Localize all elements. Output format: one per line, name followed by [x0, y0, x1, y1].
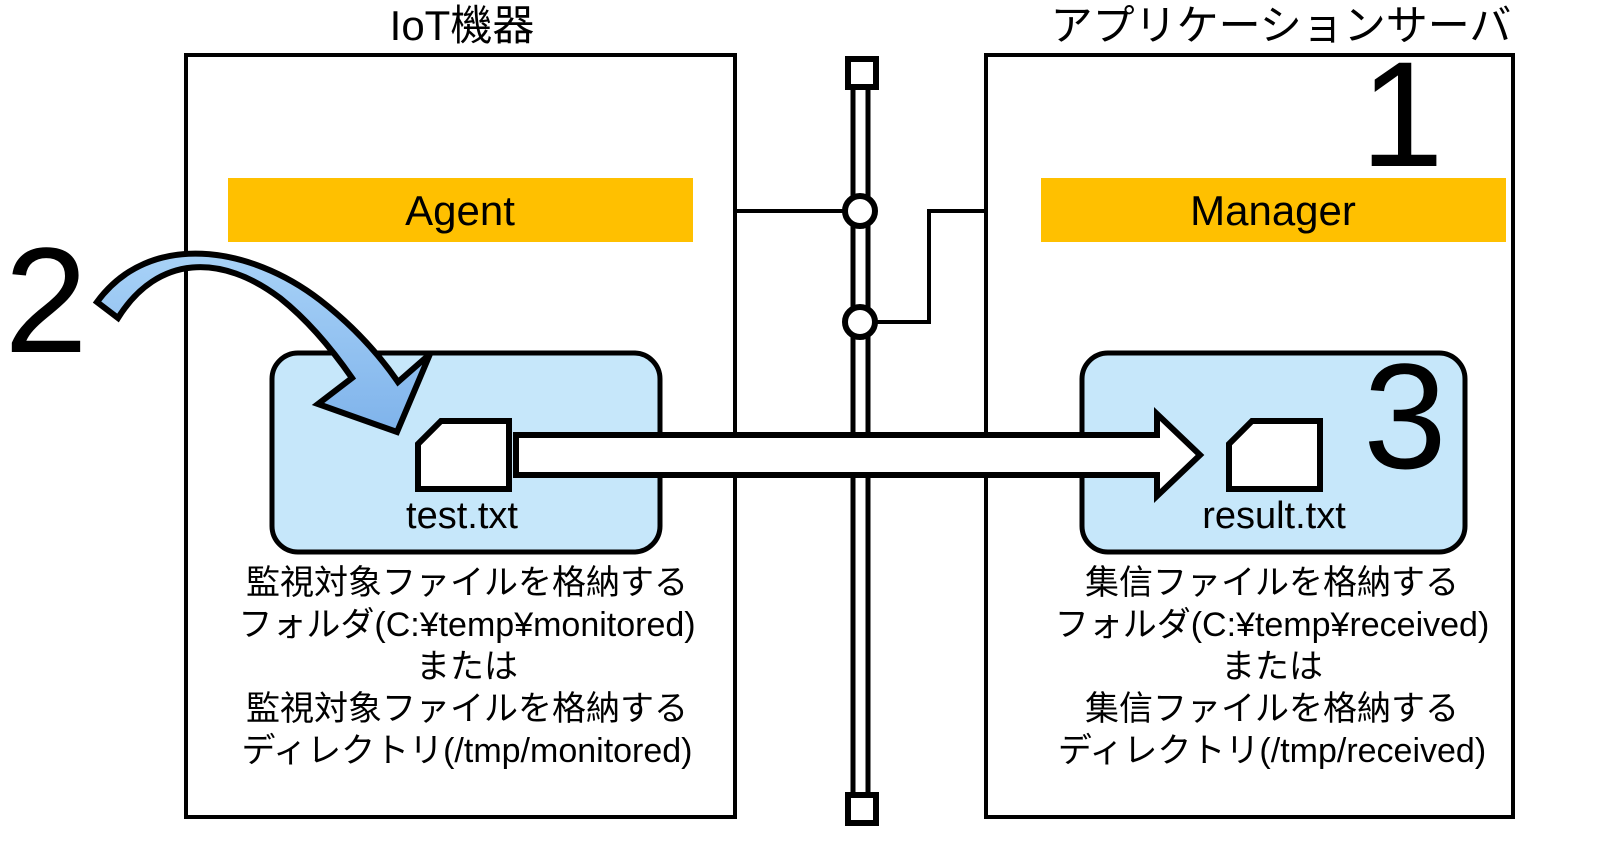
received-folder-note: 集信ファイルを格納する フォルダ(C:¥temp¥received) または 集… — [1055, 564, 1490, 770]
note-line-left-1: フォルダ(C:¥temp¥monitored) — [238, 606, 695, 644]
network-terminator-top — [845, 56, 879, 90]
file-transfer-arrow — [513, 406, 1205, 504]
result-file-label: result.txt — [1202, 495, 1346, 537]
note-line-right-2: または — [1221, 648, 1323, 686]
network-node-upper — [842, 193, 878, 229]
manager-component-bar[interactable] — [1041, 178, 1506, 242]
note-line-left-0: 監視対象ファイルを格納する — [246, 564, 688, 602]
note-line-left-4: ディレクトリ(/tmp/monitored) — [241, 732, 692, 770]
note-line-right-0: 集信ファイルを格納する — [1085, 564, 1459, 602]
note-line-right-1: フォルダ(C:¥temp¥received) — [1055, 606, 1490, 644]
marker-number-2: 2 — [4, 216, 87, 384]
manager-network-wire — [861, 209, 986, 324]
test-file-label: test.txt — [406, 495, 518, 537]
marker-number-1: 1 — [1360, 30, 1443, 198]
file-placement-arrow — [92, 250, 433, 436]
manager-component-label: Manager — [1190, 187, 1356, 234]
agent-component-label: Agent — [405, 187, 515, 234]
document-file-icon-test[interactable] — [415, 418, 512, 492]
note-line-right-3: 集信ファイルを格納する — [1085, 690, 1459, 728]
document-file-icon-result[interactable] — [1226, 418, 1323, 492]
marker-number-3: 3 — [1363, 332, 1446, 500]
note-line-left-3: 監視対象ファイルを格納する — [246, 690, 688, 728]
network-node-lower — [842, 304, 878, 340]
note-line-right-4: ディレクトリ(/tmp/received) — [1058, 732, 1486, 770]
title-left: IoT機器 — [390, 2, 535, 49]
monitored-folder-note: 監視対象ファイルを格納する フォルダ(C:¥temp¥monitored) また… — [238, 564, 695, 770]
title-right: アプリケーションサーバ — [1051, 2, 1512, 49]
network-terminator-bottom — [845, 792, 879, 826]
agent-component-bar[interactable] — [228, 178, 693, 242]
note-line-left-2: または — [416, 648, 518, 686]
